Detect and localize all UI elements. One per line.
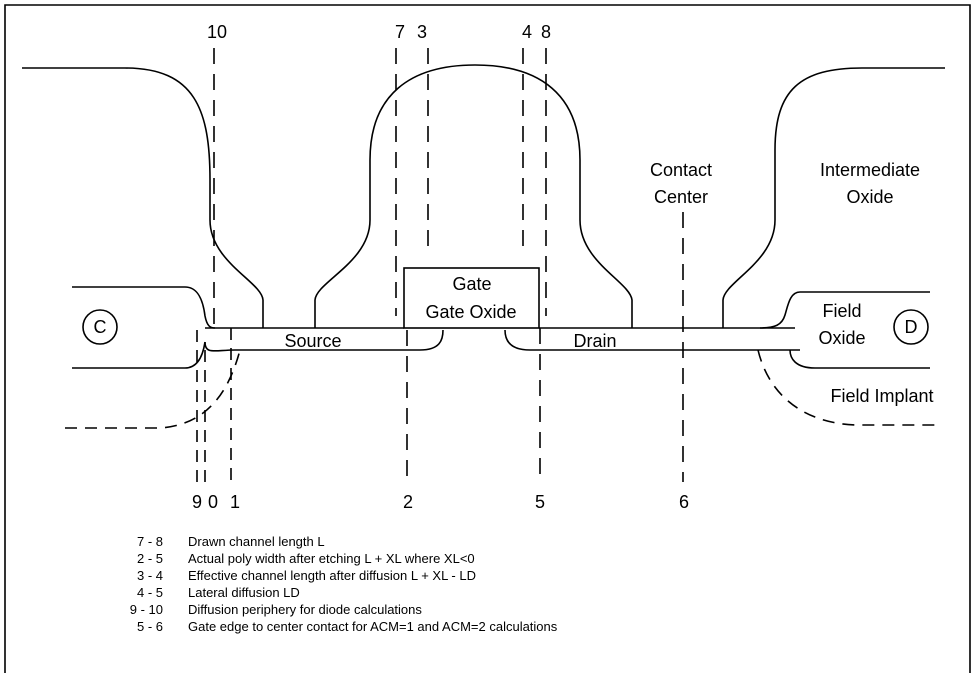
intermediate-oxide-right [722, 67, 945, 328]
field-implant-label: Field Implant [830, 386, 933, 406]
guide-number-1: 1 [230, 492, 240, 512]
field-oxide-right [759, 291, 930, 369]
legend-text: Effective channel length after diffusion… [188, 568, 476, 583]
legend-key: 3 - 4 [137, 568, 163, 583]
contact-center-label-1: Contact [650, 160, 712, 180]
figure-frame [4, 4, 971, 673]
gate-box [403, 267, 540, 329]
legend-key: 4 - 5 [137, 585, 163, 600]
guide-number-10: 10 [207, 22, 227, 42]
gate-oxide-label: Gate Oxide [425, 302, 516, 322]
intermediate-oxide-hump [314, 64, 633, 328]
legend: 7 - 8 Drawn channel length L 2 - 5 Actua… [130, 534, 558, 634]
drain-junction [504, 329, 800, 351]
legend-key: 2 - 5 [137, 551, 163, 566]
legend-text: Lateral diffusion LD [188, 585, 300, 600]
circle-d-label: D [905, 317, 918, 337]
source-junction [204, 329, 444, 352]
gate-label: Gate [452, 274, 491, 294]
circle-d [893, 309, 929, 345]
field-implant-right [757, 349, 940, 426]
legend-key: 5 - 6 [137, 619, 163, 634]
legend-key: 7 - 8 [137, 534, 163, 549]
field-oxide-label-1: Field [822, 301, 861, 321]
guide-number-2: 2 [403, 492, 413, 512]
guide-number-4: 4 [522, 22, 532, 42]
contact-center-label-2: Center [654, 187, 708, 207]
circle-c-label: C [94, 317, 107, 337]
guide-number-0: 0 [208, 492, 218, 512]
legend-key: 9 - 10 [130, 602, 163, 617]
guide-number-8: 8 [541, 22, 551, 42]
guide-number-6: 6 [679, 492, 689, 512]
circle-c [82, 309, 118, 345]
legend-text: Gate edge to center contact for ACM=1 an… [188, 619, 558, 634]
guide-number-3: 3 [417, 22, 427, 42]
field-oxide-label-2: Oxide [818, 328, 865, 348]
guide-number-7: 7 [395, 22, 405, 42]
field-implant-left [65, 349, 241, 429]
field-oxide-left [72, 286, 216, 369]
intermediate-oxide-outline [22, 67, 264, 328]
drain-label: Drain [573, 331, 616, 351]
guide-number-9: 9 [192, 492, 202, 512]
legend-text: Diffusion periphery for diode calculatio… [188, 602, 422, 617]
source-label: Source [284, 331, 341, 351]
legend-text: Drawn channel length L [188, 534, 325, 549]
guide-number-5: 5 [535, 492, 545, 512]
intermediate-oxide-label-2: Oxide [846, 187, 893, 207]
legend-text: Actual poly width after etching L + XL w… [188, 551, 475, 566]
intermediate-oxide-label-1: Intermediate [820, 160, 920, 180]
